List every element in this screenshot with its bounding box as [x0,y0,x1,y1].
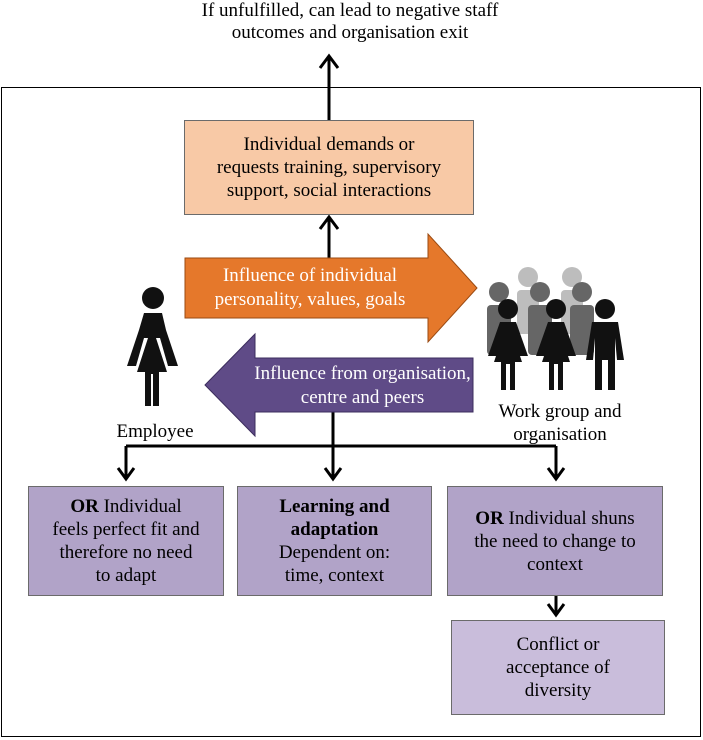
exit-outcome-text: If unfulfilled, can lead to negative sta… [60,0,640,44]
perfect-fit-line-1-rest: Individual [98,496,182,517]
demands-line-1: Individual demands or [243,134,415,155]
learning-bold-line-1: Learning and [279,495,389,518]
learning-bold-line-2: adaptation [291,518,379,541]
diagram-frame [1,87,701,737]
conflict-line-1: Conflict or [516,634,600,655]
demands-arrowhead [318,214,340,230]
branch-centre-arrowhead [323,467,343,482]
shun-change-box: OR Individual shuns the need to change t… [447,486,663,596]
perfect-fit-line-3: therefore no need [59,542,193,563]
perfect-fit-line-1: OR Individual [70,495,181,518]
exit-outcome-line-2: outcomes and organisation exit [231,22,469,43]
influence-organisation-arrow [204,332,474,438]
exit-arrowhead [318,53,340,69]
influence-organisation-line-2: centre and peers [300,387,425,408]
demands-line-2: requests training, supervisory [216,157,442,178]
demands-box: Individual demands or requests training,… [184,120,474,215]
branch-left-arrowhead [116,467,136,482]
perfect-fit-line-2: feels perfect fit and [52,519,200,540]
branch-right-arrowhead [546,467,566,482]
influence-organisation-line-1: Influence from organisation, [254,363,471,384]
perfect-fit-line-4: to adapt [95,565,157,586]
shun-or: OR [475,507,504,529]
learning-line-4: time, context [284,565,385,586]
shun-line-1-rest: Individual shuns [503,507,635,529]
demands-line-3: support, social interactions [226,180,432,201]
influence-individual-arrow [184,232,478,344]
influence-individual-label: Influence of individual personality, val… [190,264,430,312]
shun-line-1: OR Individual shuns [475,507,634,530]
learning-line-3: Dependent on: [278,542,391,563]
employee-label: Employee [116,421,194,442]
learning-title-1: Learning and [279,496,390,517]
workgroup-front-row-icon [488,299,624,390]
learning-box: Learning and adaptation Dependent on: ti… [237,486,432,596]
conflict-arrowhead [546,603,566,618]
influence-individual-line-1: Influence of individual [222,265,398,286]
conflict-line-2: acceptance of [506,657,610,678]
learning-title-2: adaptation [290,519,379,540]
perfect-fit-or: OR [70,496,99,517]
conflict-box: Conflict or acceptance of diversity [451,620,665,715]
influence-individual-line-2: personality, values, goals [214,289,406,310]
influence-organisation-label: Influence from organisation, centre and … [250,362,475,410]
employee-person-icon [127,287,178,406]
shun-line-3: context [527,553,583,575]
workgroup-line-2: organisation [513,424,607,445]
workgroup-line-1: Work group and [498,401,622,422]
exit-outcome-line-1: If unfulfilled, can lead to negative sta… [201,0,499,21]
shun-line-2: the need to change to [474,530,636,552]
workgroup-label: Work group and organisation [480,400,640,446]
perfect-fit-box: OR Individual feels perfect fit and ther… [28,486,224,596]
conflict-line-3: diversity [524,680,592,701]
